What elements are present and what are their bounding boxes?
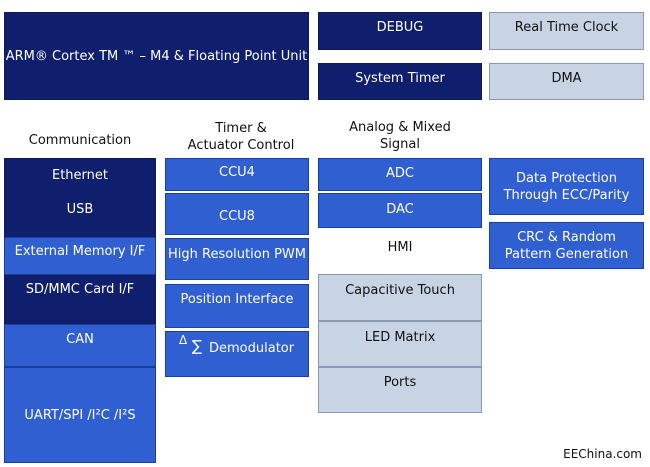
communication-header-text: Communication [28, 133, 132, 148]
capacitive-touch-block: Capacitive Touch [318, 274, 482, 321]
crc-block: CRC & Random Pattern Generation [489, 222, 644, 269]
ccu4-label: CCU4 [219, 165, 255, 180]
rtc-block: Real Time Clock [489, 12, 644, 50]
system-timer-block: System Timer [318, 63, 482, 100]
uart-block: UART/SPI /I²C /I²S [4, 367, 156, 463]
position-interface-label: Position Interface [180, 292, 294, 307]
cpu-core-label: ARM® Cortex TM ™ – M4 & Floating Point U… [5, 48, 308, 64]
ports-label: Ports [383, 375, 417, 390]
analog-header: Analog & Mixed Signal [318, 119, 482, 153]
ethernet-label: Ethernet [52, 168, 108, 183]
led-matrix-block: LED Matrix [318, 321, 482, 367]
external-memory-label: External Memory I/F [14, 244, 146, 259]
demodulator-label: Demodulator [209, 341, 295, 356]
sdmmc-block: SD/MMC Card I/F [4, 275, 156, 324]
communication-column: Ethernet USB External Memory I/F SD/MMC … [4, 158, 156, 463]
timer-header: Timer & Actuator Control [165, 120, 317, 154]
adc-label: ADC [386, 166, 414, 181]
debug-label: DEBUG [376, 20, 424, 35]
cpu-core-block: ARM® Cortex TM ™ – M4 & Floating Point U… [4, 12, 309, 100]
ecc-block: Data Protection Through ECC/Parity [489, 158, 644, 215]
dac-block: DAC [318, 193, 482, 228]
ccu8-label: CCU8 [219, 209, 255, 224]
ccu8-block: CCU8 [165, 193, 309, 235]
led-matrix-label: LED Matrix [364, 330, 436, 345]
analog-header-line2: Signal [380, 137, 420, 152]
position-interface-block: Position Interface [165, 284, 309, 328]
hmi-header-text: HMI [387, 240, 413, 255]
sdmmc-label: SD/MMC Card I/F [25, 282, 135, 297]
rtc-label: Real Time Clock [514, 20, 619, 35]
usb-label: USB [66, 202, 94, 217]
debug-block: DEBUG [318, 12, 482, 50]
watermark: EEChina.com [563, 447, 642, 461]
external-memory-block: External Memory I/F [4, 237, 156, 275]
can-label: CAN [66, 332, 94, 347]
system-timer-label: System Timer [355, 71, 445, 86]
hrpwm-label: High Resolution PWM [168, 247, 306, 262]
ports-block: Ports [318, 367, 482, 413]
analog-header-line1: Analog & Mixed [349, 120, 451, 135]
demodulator-block: Δ ∑ Demodulator [165, 331, 309, 377]
ethernet-usb-block: Ethernet USB [4, 158, 156, 237]
timer-header-line2: Actuator Control [187, 138, 295, 153]
sigma-symbol: ∑ [192, 337, 203, 355]
crc-label-line2: Pattern Generation [504, 246, 629, 262]
crc-label-line1: CRC & Random [517, 229, 616, 245]
hrpwm-block: High Resolution PWM [165, 238, 309, 280]
timer-header-line1: Timer & [215, 121, 267, 136]
ecc-label-line1: Data Protection [516, 170, 617, 186]
capacitive-touch-label: Capacitive Touch [345, 283, 455, 298]
adc-block: ADC [318, 158, 482, 191]
communication-header: Communication [4, 132, 156, 149]
uart-label: UART/SPI /I²C /I²S [24, 407, 136, 423]
hmi-header: HMI [318, 239, 482, 256]
dma-block: DMA [489, 63, 644, 100]
ecc-label-line2: Through ECC/Parity [503, 187, 630, 203]
dma-label: DMA [551, 71, 582, 86]
delta-symbol: Δ [179, 333, 188, 347]
dac-label: DAC [386, 202, 414, 217]
ccu4-block: CCU4 [165, 158, 309, 191]
can-block: CAN [4, 324, 156, 367]
